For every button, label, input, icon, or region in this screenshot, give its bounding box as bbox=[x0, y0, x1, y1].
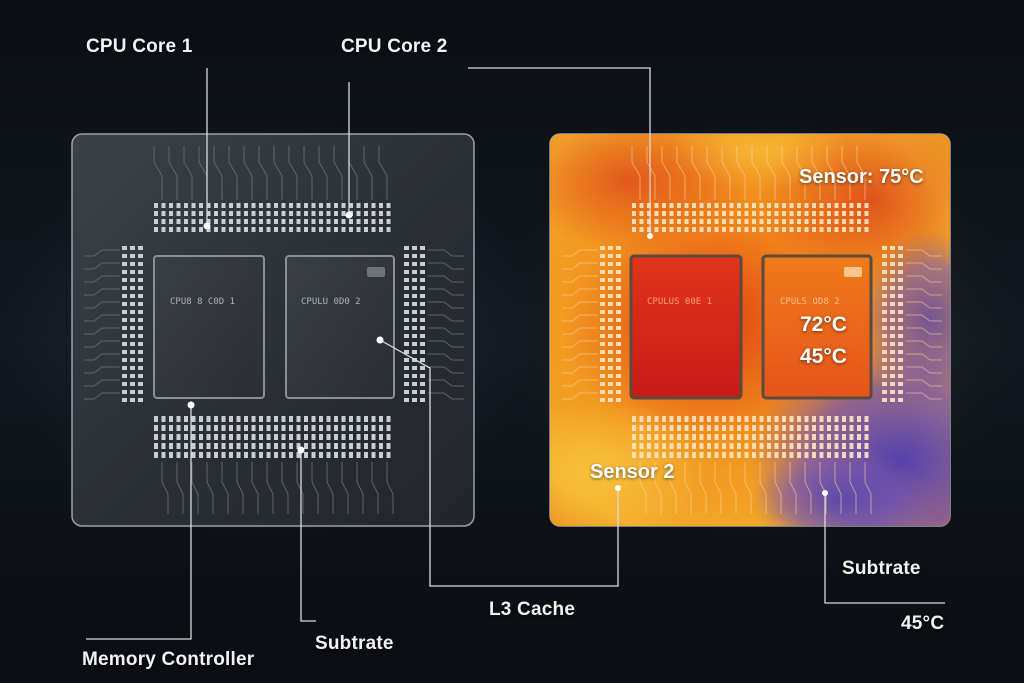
right-die-1-title: CPULUS 00E 1 bbox=[647, 297, 713, 307]
core-2-temp-low: 45°C bbox=[800, 345, 847, 368]
leader-memory-controller bbox=[86, 405, 192, 640]
label-cpu-core-2: CPU Core 2 bbox=[341, 36, 448, 57]
core-2-temp-high: 72°C bbox=[800, 313, 847, 336]
right-chip-graphic bbox=[549, 133, 951, 527]
leader-l3-cache bbox=[379, 339, 619, 587]
sensor-2-label: Sensor 2 bbox=[590, 461, 675, 483]
label-cpu-core-1: CPU Core 1 bbox=[86, 36, 193, 57]
leader-lines bbox=[86, 67, 945, 640]
left-die-1-title: CPU8 8 C0D 1 bbox=[170, 297, 236, 307]
label-subtrate-right: Subtrate bbox=[842, 558, 921, 579]
left-chip-graphic bbox=[71, 133, 475, 527]
left-die-2-title: CPULU 0D0 2 bbox=[301, 297, 361, 307]
leader-subtrate-right bbox=[824, 493, 945, 604]
leader-subtrate-left bbox=[300, 450, 316, 622]
sensor-top-reading: Sensor: 75°C bbox=[799, 166, 924, 188]
leader-cpu-core-2-right bbox=[468, 67, 651, 236]
label-l3-cache: L3 Cache bbox=[489, 599, 576, 620]
label-subtrate-left: Subtrate bbox=[315, 633, 394, 654]
right-die-2-title: CPULS OD8 2 bbox=[780, 297, 840, 307]
label-memory-controller: Memory Controller bbox=[82, 649, 255, 670]
leader-dots bbox=[187, 211, 828, 496]
label-temperature-45: 45°C bbox=[901, 613, 945, 634]
